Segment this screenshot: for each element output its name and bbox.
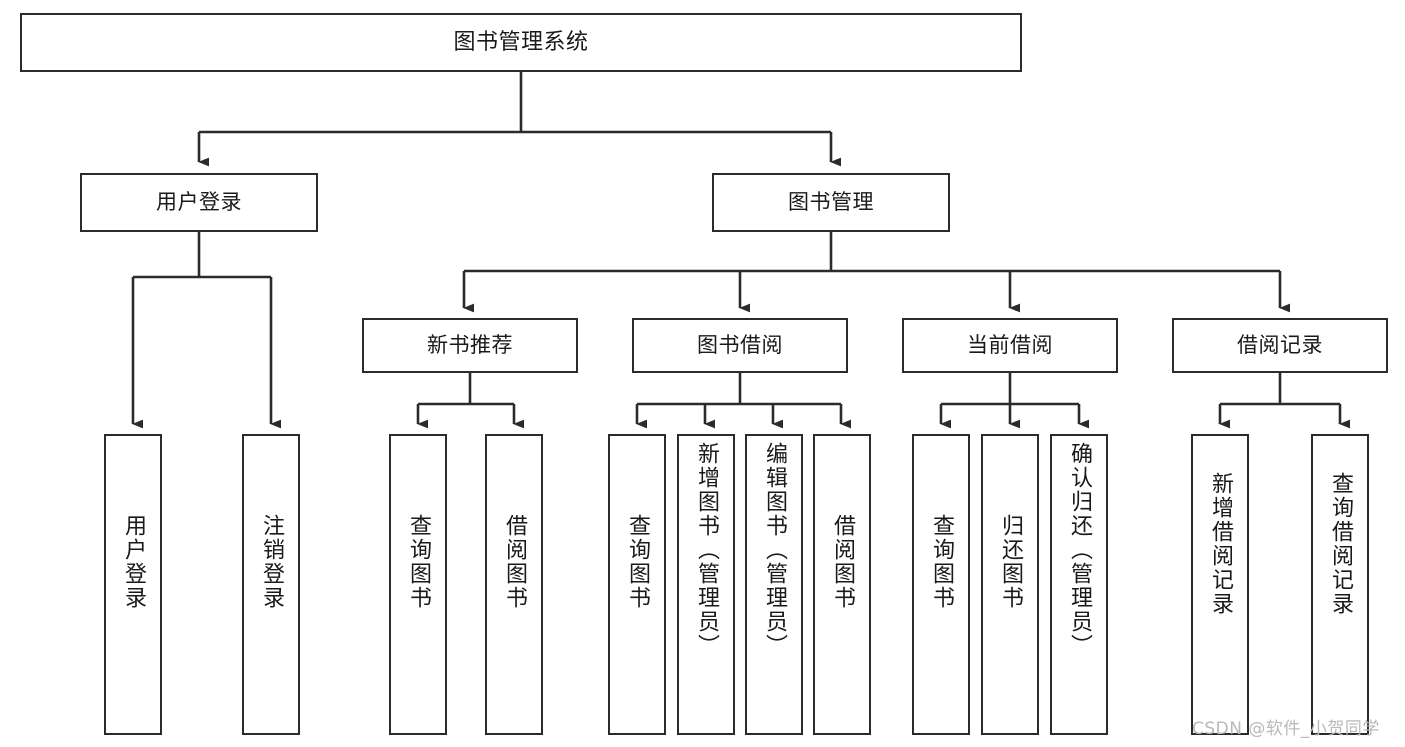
node-label: 归还图书 — [998, 514, 1023, 610]
node-label: 用户登录 — [156, 190, 242, 215]
leaf-logout-login[interactable]: 注销登录 — [242, 434, 300, 735]
leaf-query-book-1[interactable]: 查询图书 — [389, 434, 447, 735]
node-label: 注销登录 — [259, 514, 284, 610]
node-label: 查询图书 — [406, 514, 431, 610]
node-label: 新增借阅记录 — [1208, 472, 1233, 616]
leaf-add-book[interactable]: 新增图书（管理员） — [677, 434, 735, 735]
node-book-manage[interactable]: 图书管理 — [712, 173, 950, 232]
watermark-text: CSDN @软件_小贺同学 — [1192, 719, 1380, 739]
node-label: 新书推荐 — [427, 333, 513, 358]
node-label: 图书借阅 — [697, 333, 783, 358]
node-label: 借阅图书 — [830, 514, 855, 610]
node-user-login[interactable]: 用户登录 — [80, 173, 318, 232]
node-new-book-rec[interactable]: 新书推荐 — [362, 318, 578, 373]
leaf-add-borrow-record[interactable]: 新增借阅记录 — [1191, 434, 1249, 735]
leaf-return-book[interactable]: 归还图书 — [981, 434, 1039, 735]
node-label: 借阅图书 — [502, 514, 527, 610]
node-label: 确认归还（管理员） — [1067, 442, 1092, 658]
node-label: 借阅记录 — [1237, 333, 1323, 358]
leaf-query-book-2[interactable]: 查询图书 — [608, 434, 666, 735]
leaf-query-book-3[interactable]: 查询图书 — [912, 434, 970, 735]
leaf-edit-book[interactable]: 编辑图书（管理员） — [745, 434, 803, 735]
node-book-borrow[interactable]: 图书借阅 — [632, 318, 848, 373]
node-label: 查询图书 — [929, 514, 954, 610]
node-label: 用户登录 — [121, 514, 146, 610]
leaf-user-login[interactable]: 用户登录 — [104, 434, 162, 735]
node-label: 当前借阅 — [967, 333, 1053, 358]
leaf-borrow-book-1[interactable]: 借阅图书 — [485, 434, 543, 735]
node-label: 编辑图书（管理员） — [762, 442, 787, 658]
node-label: 查询借阅记录 — [1328, 472, 1353, 616]
node-current-borrow[interactable]: 当前借阅 — [902, 318, 1118, 373]
node-label: 新增图书（管理员） — [694, 442, 719, 658]
leaf-confirm-return[interactable]: 确认归还（管理员） — [1050, 434, 1108, 735]
leaf-borrow-book-2[interactable]: 借阅图书 — [813, 434, 871, 735]
leaf-query-borrow-record[interactable]: 查询借阅记录 — [1311, 434, 1369, 735]
node-borrow-record[interactable]: 借阅记录 — [1172, 318, 1388, 373]
node-label: 图书管理 — [788, 190, 874, 215]
node-label: 图书管理系统 — [453, 29, 589, 55]
node-root-system[interactable]: 图书管理系统 — [20, 13, 1022, 72]
node-label: 查询图书 — [625, 514, 650, 610]
